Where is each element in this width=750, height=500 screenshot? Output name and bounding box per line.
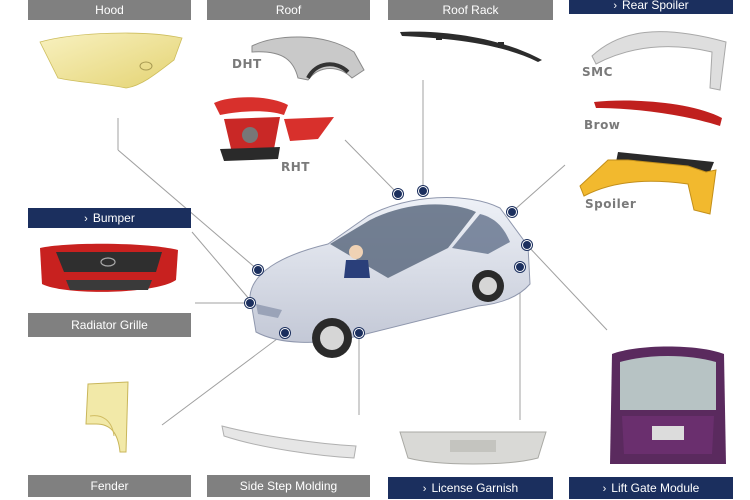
bumper-image[interactable] (36, 240, 182, 298)
rear-spoiler-wing-image[interactable] (578, 150, 718, 218)
hotspot-license-garnish[interactable] (515, 262, 525, 272)
chevron-right-icon: › (84, 213, 88, 225)
roof-dht-image[interactable] (250, 30, 365, 85)
label-bumper[interactable]: › Bumper (28, 208, 191, 228)
hood-image[interactable] (36, 30, 186, 90)
label-fender[interactable]: Fender (28, 475, 191, 497)
license-garnish-image[interactable] (398, 428, 548, 468)
hotspot-rear-spoiler[interactable] (507, 207, 517, 217)
label-lift-gate-module[interactable]: › Lift Gate Module (569, 477, 733, 499)
label-hood[interactable]: Hood (28, 0, 191, 20)
sublabel-brow: Brow (584, 118, 621, 132)
hotspot-hood[interactable] (253, 265, 263, 275)
side-step-molding-image[interactable] (220, 418, 358, 460)
label-roof-rack[interactable]: Roof Rack (388, 0, 553, 20)
hotspot-roof[interactable] (393, 189, 403, 199)
chevron-right-icon: › (613, 0, 617, 12)
fender-image[interactable] (82, 380, 132, 455)
sublabel-smc: SMC (582, 65, 613, 79)
hotspot-lift-gate[interactable] (522, 240, 532, 250)
label-rear-spoiler[interactable]: › Rear Spoiler (569, 0, 733, 14)
hotspot-side-step[interactable] (354, 328, 364, 338)
label-lift-gate-module-text: Lift Gate Module (611, 481, 700, 495)
roof-rht-image[interactable] (210, 93, 338, 165)
chevron-right-icon: › (602, 483, 607, 495)
rear-spoiler-smc-image[interactable] (590, 24, 730, 92)
car-image[interactable] (238, 186, 538, 358)
roof-rack-image[interactable] (398, 28, 544, 64)
label-roof[interactable]: Roof (207, 0, 370, 20)
label-bumper-text: Bumper (92, 211, 135, 225)
label-rear-spoiler-text: Rear Spoiler (621, 0, 689, 12)
hotspot-fender[interactable] (280, 328, 290, 338)
sublabel-dht: DHT (232, 57, 262, 71)
lift-gate-module-image[interactable] (608, 344, 728, 468)
connector-lift-gate (526, 244, 608, 331)
sublabel-rht: RHT (281, 160, 310, 174)
rear-spoiler-brow-image[interactable] (592, 96, 724, 128)
label-license-garnish-text: License Garnish (431, 481, 519, 495)
label-license-garnish[interactable]: › License Garnish (388, 477, 553, 499)
sublabel-spoiler: Spoiler (585, 197, 637, 211)
chevron-right-icon: › (422, 483, 427, 495)
hotspot-roof-rack[interactable] (418, 186, 428, 196)
label-radiator-grille[interactable]: Radiator Grille (28, 313, 191, 337)
label-side-step-molding[interactable]: Side Step Molding (207, 475, 370, 497)
hotspot-grille[interactable] (245, 298, 255, 308)
